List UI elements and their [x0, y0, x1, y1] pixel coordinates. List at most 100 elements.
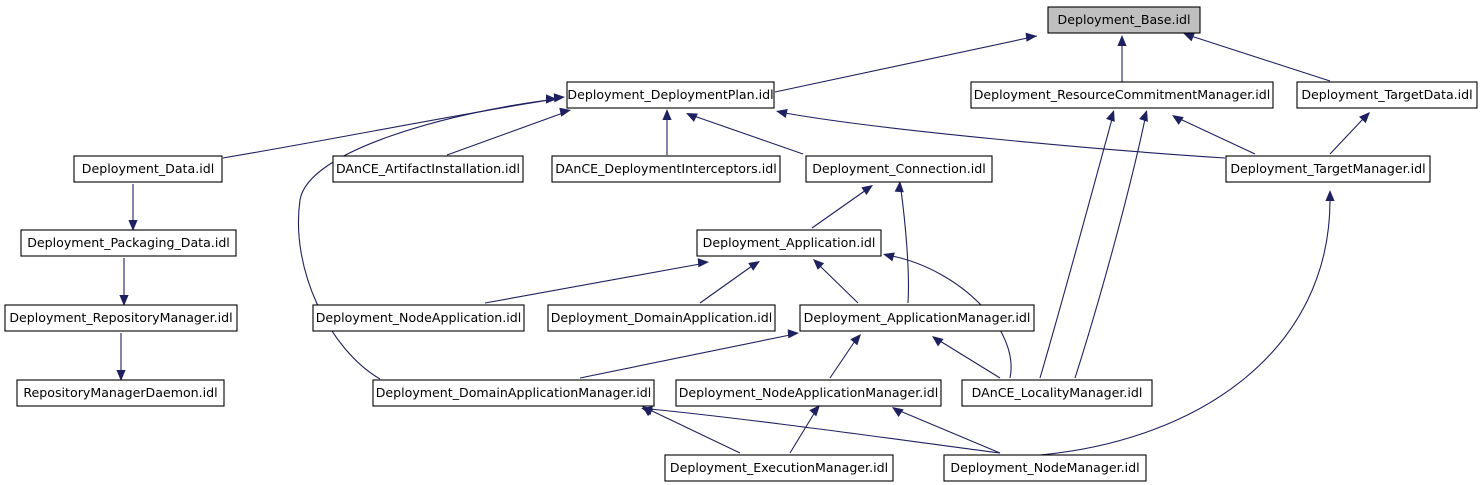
edge-domappmgr-to-appmgr: [579, 329, 799, 379]
edge-tmgr-to-tdata: [1329, 112, 1370, 155]
edge-line: [1190, 35, 1331, 82]
arrowhead-icon: [119, 295, 129, 306]
node-plan[interactable]: Deployment_DeploymentPlan.idl: [566, 81, 775, 109]
edge-line: [819, 265, 859, 304]
node-nodemgr[interactable]: Deployment_NodeManager.idl: [943, 454, 1147, 482]
arrowhead-icon: [1183, 32, 1195, 42]
edge-line: [1179, 118, 1256, 155]
node-conn[interactable]: Deployment_Connection.idl: [805, 155, 993, 183]
node-label: Deployment_NodeApplicationManager.idl: [679, 385, 939, 400]
arrowhead-icon: [1025, 32, 1037, 42]
node-nodeappmgr[interactable]: Deployment_NodeApplicationManager.idl: [675, 379, 942, 407]
arrowhead-icon: [1139, 110, 1148, 122]
node-box[interactable]: [16, 379, 225, 407]
edge-data-to-pkgdata: [128, 184, 138, 231]
node-box[interactable]: [696, 229, 882, 257]
node-nodeapp[interactable]: Deployment_NodeApplication.idl: [312, 304, 525, 332]
node-box[interactable]: [970, 81, 1274, 109]
arrowhead-icon: [892, 407, 904, 417]
node-box[interactable]: [1047, 6, 1201, 34]
edge-repomgr-to-repodaemon: [116, 333, 126, 381]
node-box[interactable]: [799, 304, 1035, 332]
edge-conn-to-plan: [686, 113, 804, 155]
node-repomgr[interactable]: Deployment_RepositoryManager.idl: [4, 304, 238, 332]
node-box[interactable]: [675, 379, 942, 407]
edge-tmgr-to-rcm: [1172, 115, 1256, 155]
arrowhead-icon: [787, 329, 799, 339]
node-artifact[interactable]: DAnCE_ArtifactInstallation.idl: [332, 155, 524, 183]
node-label: Deployment_Base.idl: [1058, 12, 1191, 27]
node-locality[interactable]: DAnCE_LocalityManager.idl: [961, 379, 1153, 407]
node-box[interactable]: [20, 229, 237, 257]
node-box[interactable]: [961, 379, 1153, 407]
node-domappmgr[interactable]: Deployment_DomainApplicationManager.idl: [372, 379, 655, 407]
edge-line: [774, 35, 1038, 93]
node-tdata[interactable]: Deployment_TargetData.idl: [1296, 81, 1478, 109]
edge-nodemgr-to-domappmgr: [641, 406, 1001, 454]
node-box[interactable]: [4, 304, 238, 332]
node-label: Deployment_DomainApplication.idl: [551, 310, 773, 325]
node-base[interactable]: Deployment_Base.idl: [1047, 6, 1201, 34]
arrowhead-icon: [686, 113, 698, 122]
edge-execmgr-to-nodeappmgr: [789, 405, 820, 454]
edge-line: [1039, 118, 1113, 379]
node-label: DAnCE_DeploymentInterceptors.idl: [555, 161, 776, 176]
node-box[interactable]: [943, 454, 1147, 482]
edge-line: [298, 99, 549, 380]
nodes-layer: Deployment_Base.idlDeployment_Deployment…: [4, 6, 1478, 482]
node-box[interactable]: [566, 81, 775, 109]
node-label: Deployment_ApplicationManager.idl: [804, 310, 1031, 325]
edge-line: [649, 409, 741, 454]
arrowhead-icon: [697, 258, 709, 268]
arrowhead-icon: [553, 93, 565, 103]
edge-line: [784, 112, 1226, 159]
edge-line: [693, 115, 804, 155]
node-box[interactable]: [551, 155, 781, 183]
node-intercept[interactable]: DAnCE_DeploymentInterceptors.idl: [551, 155, 781, 183]
arrowhead-icon: [559, 107, 571, 117]
node-box[interactable]: [1296, 81, 1478, 109]
edge-line: [789, 411, 816, 454]
node-box[interactable]: [312, 304, 525, 332]
node-label: Deployment_Data.idl: [82, 161, 214, 176]
arrowhead-icon: [932, 336, 944, 347]
node-box[interactable]: [805, 155, 993, 183]
edge-line: [699, 265, 753, 304]
node-box[interactable]: [1225, 155, 1431, 183]
node-box[interactable]: [73, 155, 223, 183]
edge-nodeappmgr-to-appmgr: [829, 334, 861, 379]
node-box[interactable]: [372, 379, 655, 407]
edge-pkgdata-to-repomgr: [119, 258, 129, 306]
edge-nodemgr-to-tmgr: [1039, 190, 1335, 456]
edge-line: [811, 189, 867, 229]
edge-appmgr-to-app: [813, 259, 859, 304]
node-box[interactable]: [547, 304, 776, 332]
arrowhead-icon: [894, 181, 904, 193]
node-app[interactable]: Deployment_Application.idl: [696, 229, 882, 257]
node-execmgr[interactable]: Deployment_ExecutionManager.idl: [664, 454, 894, 482]
edge-line: [1039, 199, 1331, 456]
node-box[interactable]: [664, 454, 894, 482]
edge-domapp-to-app: [699, 261, 760, 304]
arrowhead-icon: [748, 261, 760, 271]
node-data[interactable]: Deployment_Data.idl: [73, 155, 223, 183]
node-appmgr[interactable]: Deployment_ApplicationManager.idl: [799, 304, 1035, 332]
edge-line: [579, 334, 791, 379]
arrowhead-icon: [116, 370, 126, 381]
edge-line: [1074, 118, 1146, 379]
edge-artifact-to-plan: [446, 107, 571, 156]
node-tmgr[interactable]: Deployment_TargetManager.idl: [1225, 155, 1431, 183]
edge-locality-to-app: [883, 252, 1012, 379]
node-box[interactable]: [332, 155, 524, 183]
arrowhead-icon: [1359, 112, 1370, 124]
node-repodaemon[interactable]: RepositoryManagerDaemon.idl: [16, 379, 225, 407]
edge-domappmgr-to-plan: [298, 94, 557, 380]
node-domapp[interactable]: Deployment_DomainApplication.idl: [547, 304, 776, 332]
edge-data-to-plan: [222, 93, 565, 159]
node-pkgdata[interactable]: Deployment_Packaging_Data.idl: [20, 229, 237, 257]
node-rcm[interactable]: Deployment_ResourceCommitmentManager.idl: [970, 81, 1274, 109]
node-label: Deployment_NodeApplication.idl: [316, 310, 522, 325]
arrowhead-icon: [662, 109, 672, 120]
edge-locality-to-rcm: [1074, 110, 1148, 379]
